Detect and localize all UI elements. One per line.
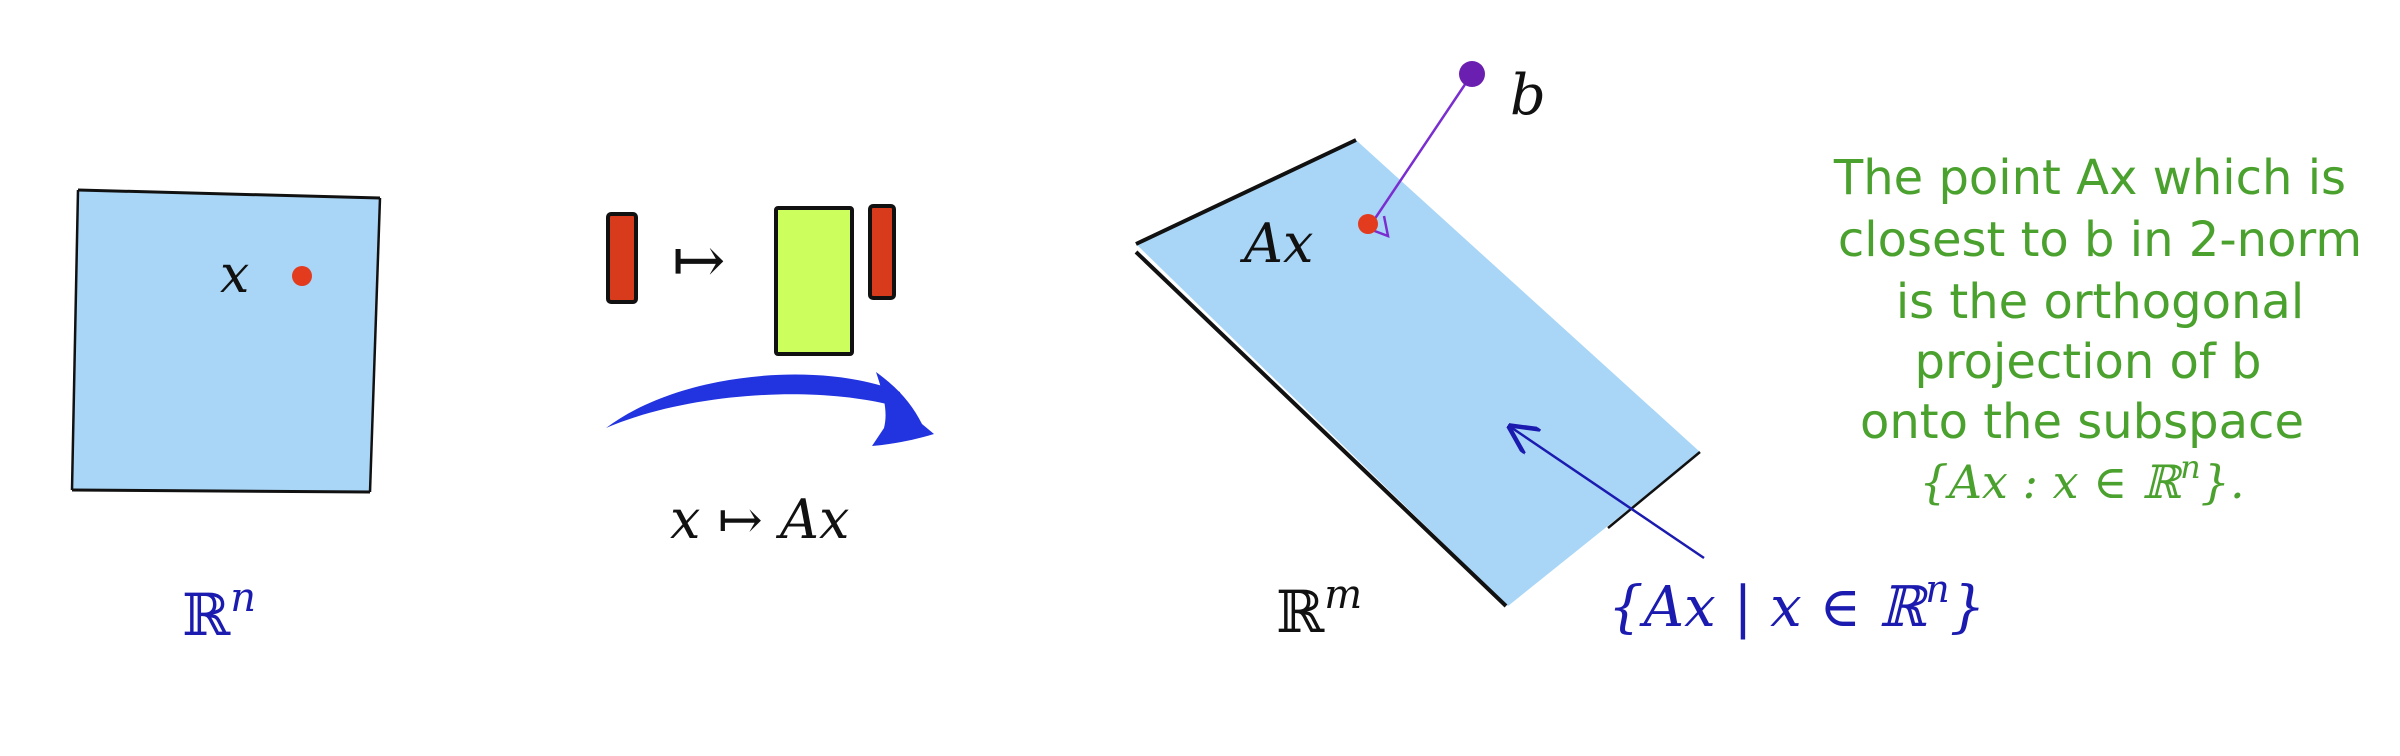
output-vector: [868, 204, 896, 300]
domain-space-label: ℝn: [182, 575, 256, 649]
domain-plane: [72, 190, 380, 492]
mapping-arrow-head: [872, 372, 934, 446]
codomain-space-label-sup: m: [1324, 572, 1362, 618]
subspace-edge-top: [1135, 138, 1357, 246]
maps-to-symbol: ↦: [672, 224, 726, 298]
note-line-1: The point Ax which is: [1833, 150, 2346, 206]
domain-space-group: x ℝn: [70, 188, 382, 649]
target-point-b: [1459, 61, 1485, 87]
subspace-plane: [1136, 140, 1700, 606]
domain-plane-bottom-edge: [71, 488, 371, 494]
domain-point-label: x: [220, 245, 249, 305]
mapping-caption: x ↦ Ax: [670, 488, 849, 551]
subspace-label-sup: n: [1925, 567, 1949, 611]
projection-point-label: Ax: [1239, 212, 1313, 275]
note-line-2: closest to b in 2-norm: [1838, 212, 2362, 268]
mapping-arrow-shaft: [606, 374, 902, 428]
note-line-5: onto the subspace: [1860, 394, 2304, 450]
domain-point: [292, 266, 312, 286]
note-line-3: is the orthogonal: [1896, 274, 2304, 330]
note-set: {Ax : x ∈ ℝn}.: [1919, 448, 2244, 509]
codomain-space-label: ℝm: [1276, 572, 1362, 646]
explanation-note: The point Ax which is closest to b in 2-…: [1833, 150, 2362, 509]
domain-plane-left-edge: [70, 189, 80, 491]
note-line-4: projection of b: [1915, 334, 2262, 390]
subspace-edge-right: [1607, 451, 1701, 529]
domain-space-label-sup: n: [230, 575, 256, 621]
subspace-edge-bottom: [1134, 250, 1508, 608]
input-vector: [606, 212, 638, 304]
target-label-b: b: [1510, 63, 1546, 128]
note-set-sup: n: [2180, 448, 2201, 486]
subspace-label: {Ax | x ∈ ℝn}: [1608, 567, 1985, 640]
domain-plane-top-edge: [77, 188, 381, 200]
codomain-space-group: Ax b ℝm {Ax | x ∈ ℝn}: [1134, 61, 1985, 646]
mapping-group: ↦ x ↦ Ax: [606, 204, 934, 551]
domain-plane-right-edge: [368, 197, 382, 493]
right-angle-mark: [1371, 215, 1390, 238]
subspace-pointer-arrow: [1512, 428, 1705, 560]
projection-line: [1368, 73, 1474, 227]
projection-point: [1358, 214, 1378, 234]
matrix-block: [774, 206, 854, 356]
